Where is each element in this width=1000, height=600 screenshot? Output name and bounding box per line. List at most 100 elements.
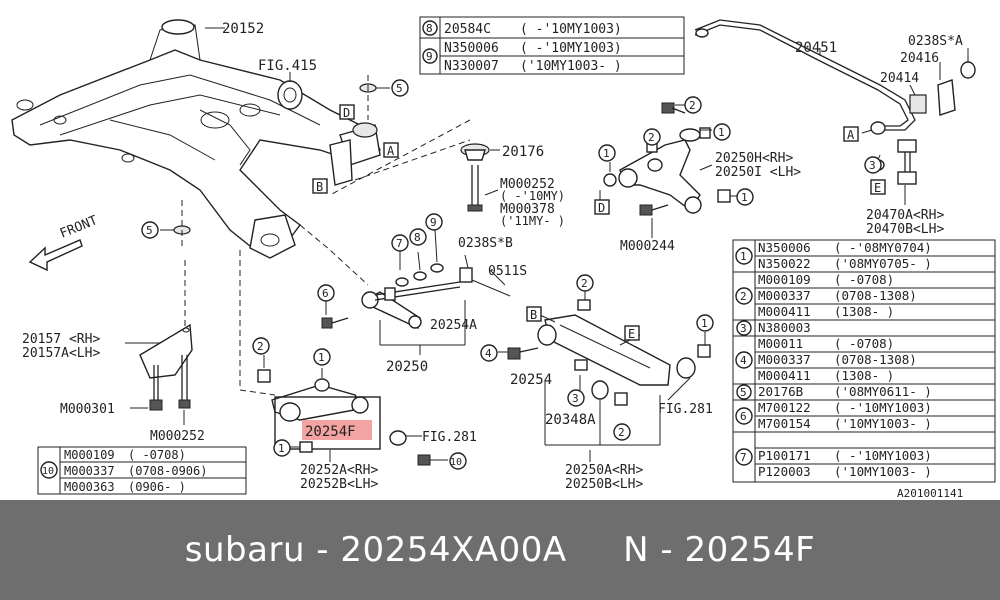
lateral-link-20250 (361, 250, 511, 355)
label-20250h-rh: 20250H<RH> (715, 151, 793, 166)
label-m000244: M000244 (620, 239, 675, 254)
box-d-right-label: D (598, 201, 605, 215)
callout-1-upper-left: 1 (603, 147, 610, 160)
table-right-part: N350006 (758, 240, 811, 255)
box-a-left-label: A (387, 144, 395, 158)
label-m000301: M000301 (60, 402, 115, 417)
table-top-part: N350006 (444, 41, 499, 56)
label-20176: 20176 (502, 144, 544, 160)
table-top: 8 9 20584C ( -'10MY1003) N350006 ( -'10M… (419, 16, 685, 75)
table-bottom-part: M000363 (64, 480, 115, 494)
callout-7: 7 (396, 237, 403, 250)
table-right-num-3: 3 (740, 322, 747, 335)
table-right-part: M000337 (758, 288, 811, 303)
callout-1-upper-right: 1 (741, 191, 748, 204)
box-a-right-label: A (847, 128, 855, 142)
callout-1-lower-left: 1 (318, 351, 325, 364)
callout-1-bottom: 1 (278, 442, 285, 455)
callout-2-upper-inner: 2 (648, 131, 655, 144)
label-20252a-rh: 20252A<RH> (300, 463, 378, 478)
label-fig415: FIG.415 (258, 58, 317, 74)
table-bottom: 10 M000109 ( -0708) M000337 (0708-0906) … (37, 446, 247, 495)
table-right-part: M000337 (758, 352, 811, 367)
box-b-left (312, 178, 328, 194)
table-bottom-range: ( -0708) (128, 448, 186, 462)
table-right-range: ( -'08MY0704) (834, 240, 932, 255)
callout-circles: 5 5 7 8 9 6 2 1 1 10 2 4 3 2 1 2 2 1 1 1… (141, 79, 882, 470)
rear-subframe (11, 19, 381, 259)
label-0511s: 0511S (488, 264, 527, 279)
bolt-6 (321, 300, 349, 329)
callout-5-lower: 5 (146, 224, 153, 237)
stabilizer-bar-20451 (694, 19, 976, 185)
box-e-middle-label: E (628, 327, 635, 341)
table-right-range: ('10MY1003- ) (834, 416, 932, 431)
table-right-num-6: 6 (740, 410, 747, 423)
table-right-range: ('08MY0611- ) (834, 384, 932, 399)
label-fig281-left: FIG.281 (422, 430, 477, 445)
bolt-m000301 (130, 365, 163, 411)
table-right-range: ('08MY0705- ) (834, 256, 932, 271)
callout-8: 8 (414, 231, 421, 244)
table-right-part: P100171 (758, 448, 811, 463)
front-arrow: FRONT (28, 213, 100, 272)
table-right-range: (0708-1308) (834, 352, 917, 367)
box-e-right-label: E (874, 181, 881, 195)
table-right-part: 20176B (758, 384, 803, 399)
table-right-part: M000411 (758, 368, 811, 383)
box-d-left-label: D (343, 106, 350, 120)
label-ref-code: A201001141 (897, 487, 963, 500)
label-20451: 20451 (795, 40, 837, 56)
table-right-num-7: 7 (740, 451, 747, 464)
table-right-part: M700122 (758, 400, 811, 415)
table-right-num-2: 2 (740, 290, 747, 303)
label-20414: 20414 (880, 71, 919, 86)
label-0238s-b: 0238S*B (458, 236, 513, 251)
table-right-part: N380003 (758, 320, 811, 335)
callout-4: 4 (485, 347, 492, 360)
label-20250a-rh: 20250A<RH> (565, 463, 643, 478)
label-m000378: M000378 (500, 202, 555, 217)
box-e-middle (624, 325, 640, 341)
table-right-part: P120003 (758, 464, 811, 479)
washer-9 (430, 263, 444, 273)
label-20157-rh: 20157 <RH> (22, 332, 100, 347)
table-bottom-part: M000109 (64, 448, 115, 462)
front-label: FRONT (58, 213, 100, 242)
table-right-num-1: 1 (740, 250, 747, 263)
label-m000252-lower: M000252 (150, 429, 205, 444)
label-fig281-right: FIG.281 (658, 402, 713, 417)
callout-6: 6 (322, 287, 329, 300)
subframe-bushing (277, 80, 303, 110)
label-20152: 20152 (222, 21, 264, 37)
callout-3-lower: 3 (572, 392, 579, 405)
box-e-right (870, 179, 886, 195)
label-m000252-upper-note: ( -'10MY) (500, 189, 565, 203)
box-a-left (383, 142, 399, 158)
table-right-part: M000411 (758, 304, 811, 319)
table-right-range: ( -'10MY1003) (834, 448, 932, 463)
label-20254: 20254 (510, 372, 552, 388)
part-labels: 20152 FIG.415 20176 M000252 ( -'10MY) M0… (22, 21, 963, 500)
table-right-range: (0708-1308) (834, 288, 917, 303)
bolt-10 (417, 454, 431, 466)
table-right-range: ( -0708) (834, 272, 894, 287)
label-20250i-lh: 20250I <LH> (715, 165, 801, 180)
label-0238s-a: 0238S*A (908, 34, 963, 49)
table-right-range: ( -0708) (834, 336, 894, 351)
table-bottom-num-10: 10 (42, 466, 54, 477)
table-right-range: ('10MY1003- ) (834, 464, 932, 479)
table-right-part: N350022 (758, 256, 811, 271)
group-20252-box (274, 396, 381, 450)
label-20254f: 20254F (305, 424, 356, 440)
table-right-range: (1308- ) (834, 304, 894, 319)
label-20250: 20250 (386, 359, 428, 375)
mount-20176 (460, 143, 490, 212)
callout-1-upper: 1 (718, 126, 725, 139)
label-m000378-note: ('11MY- ) (500, 214, 565, 228)
bushing-fig281a (389, 430, 407, 446)
footer-bar: subaru - 20254XA00A N - 20254F (0, 500, 1000, 600)
box-b-right-label: B (530, 308, 537, 322)
table-right: 1 2 3 4 5 6 7 N350006 ( -'08MY0704) N350… (732, 239, 996, 483)
box-b-right (526, 306, 542, 322)
